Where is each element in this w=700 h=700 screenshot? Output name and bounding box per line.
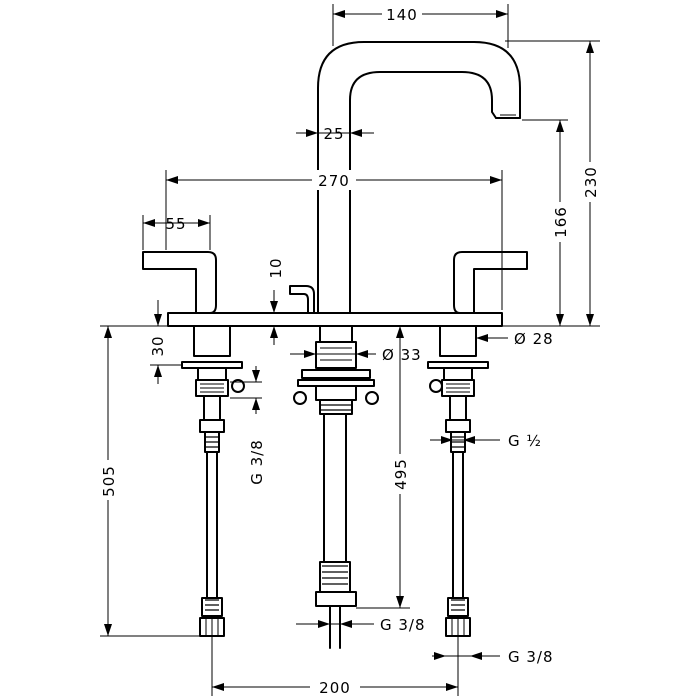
dim-label-505: 505 [100, 465, 118, 497]
dim-label-55: 55 [165, 215, 186, 233]
dim-label-25: 25 [323, 125, 344, 143]
left-supply-hose [199, 451, 225, 637]
dim-label-270: 270 [318, 172, 350, 190]
dim-label-230: 230 [582, 166, 600, 198]
right-valve-assembly [427, 325, 489, 453]
popup-rod [289, 285, 315, 314]
dim-label-diameter-33: Ø 33 [382, 346, 422, 364]
left-handle [142, 251, 217, 314]
right-supply-hose [445, 451, 471, 637]
dim-label-g12: G ½ [508, 432, 542, 450]
deck-plate [167, 312, 503, 327]
spout-inner [349, 71, 497, 314]
dim-label-166: 166 [552, 206, 570, 238]
dim-label-diameter-28: Ø 28 [514, 330, 554, 348]
dim-label-30: 30 [149, 335, 167, 356]
spout-outer [317, 41, 521, 314]
dim-label-140: 140 [386, 6, 418, 24]
right-handle [453, 251, 528, 314]
dim-label-495: 495 [392, 458, 410, 490]
left-valve-assembly [181, 325, 245, 453]
dim-label-200: 200 [319, 679, 351, 697]
dim-label-g38-right: G 3/8 [508, 648, 554, 666]
dimension-arrowheads [104, 10, 594, 691]
dim-label-g38-left: G 3/8 [248, 439, 266, 485]
center-supply-hose [315, 413, 357, 649]
dim-label-10: 10 [267, 257, 285, 278]
dim-label-g38-center: G 3/8 [380, 616, 426, 634]
center-mixer-body [293, 325, 379, 415]
